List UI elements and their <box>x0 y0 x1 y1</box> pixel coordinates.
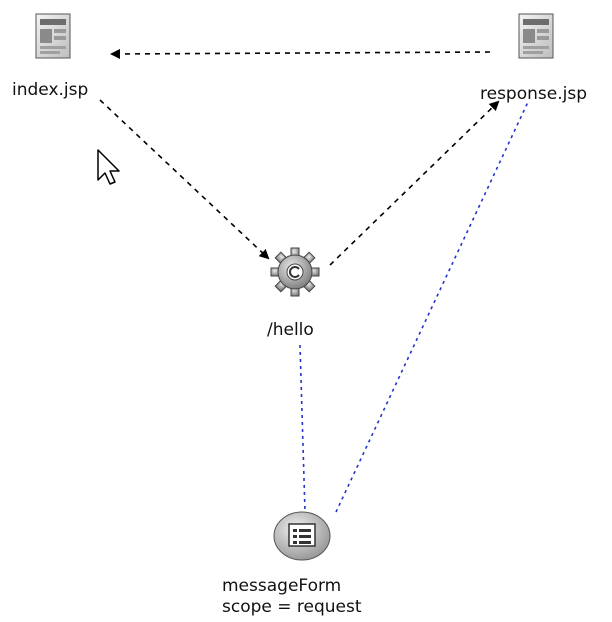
edge-response-to-index <box>110 48 491 59</box>
node-label-form: messageForm <box>222 576 342 596</box>
node-label-form-scope: scope = request <box>222 597 362 617</box>
edge-hello-to-form <box>299 344 306 513</box>
mouse-cursor-icon <box>97 149 120 185</box>
jsp-page-icon[interactable] <box>518 13 554 59</box>
node-label-response: response.jsp <box>480 84 587 104</box>
node-label-index: index.jsp <box>12 80 89 100</box>
jsp-page-icon[interactable] <box>35 13 71 59</box>
edge-form-to-response <box>335 101 529 513</box>
edge-hello-to-response <box>329 100 500 266</box>
action-gear-icon[interactable] <box>270 247 320 297</box>
form-bean-icon[interactable] <box>273 511 331 561</box>
edge-index-to-hello <box>99 99 270 260</box>
node-label-hello: /hello <box>267 320 314 340</box>
